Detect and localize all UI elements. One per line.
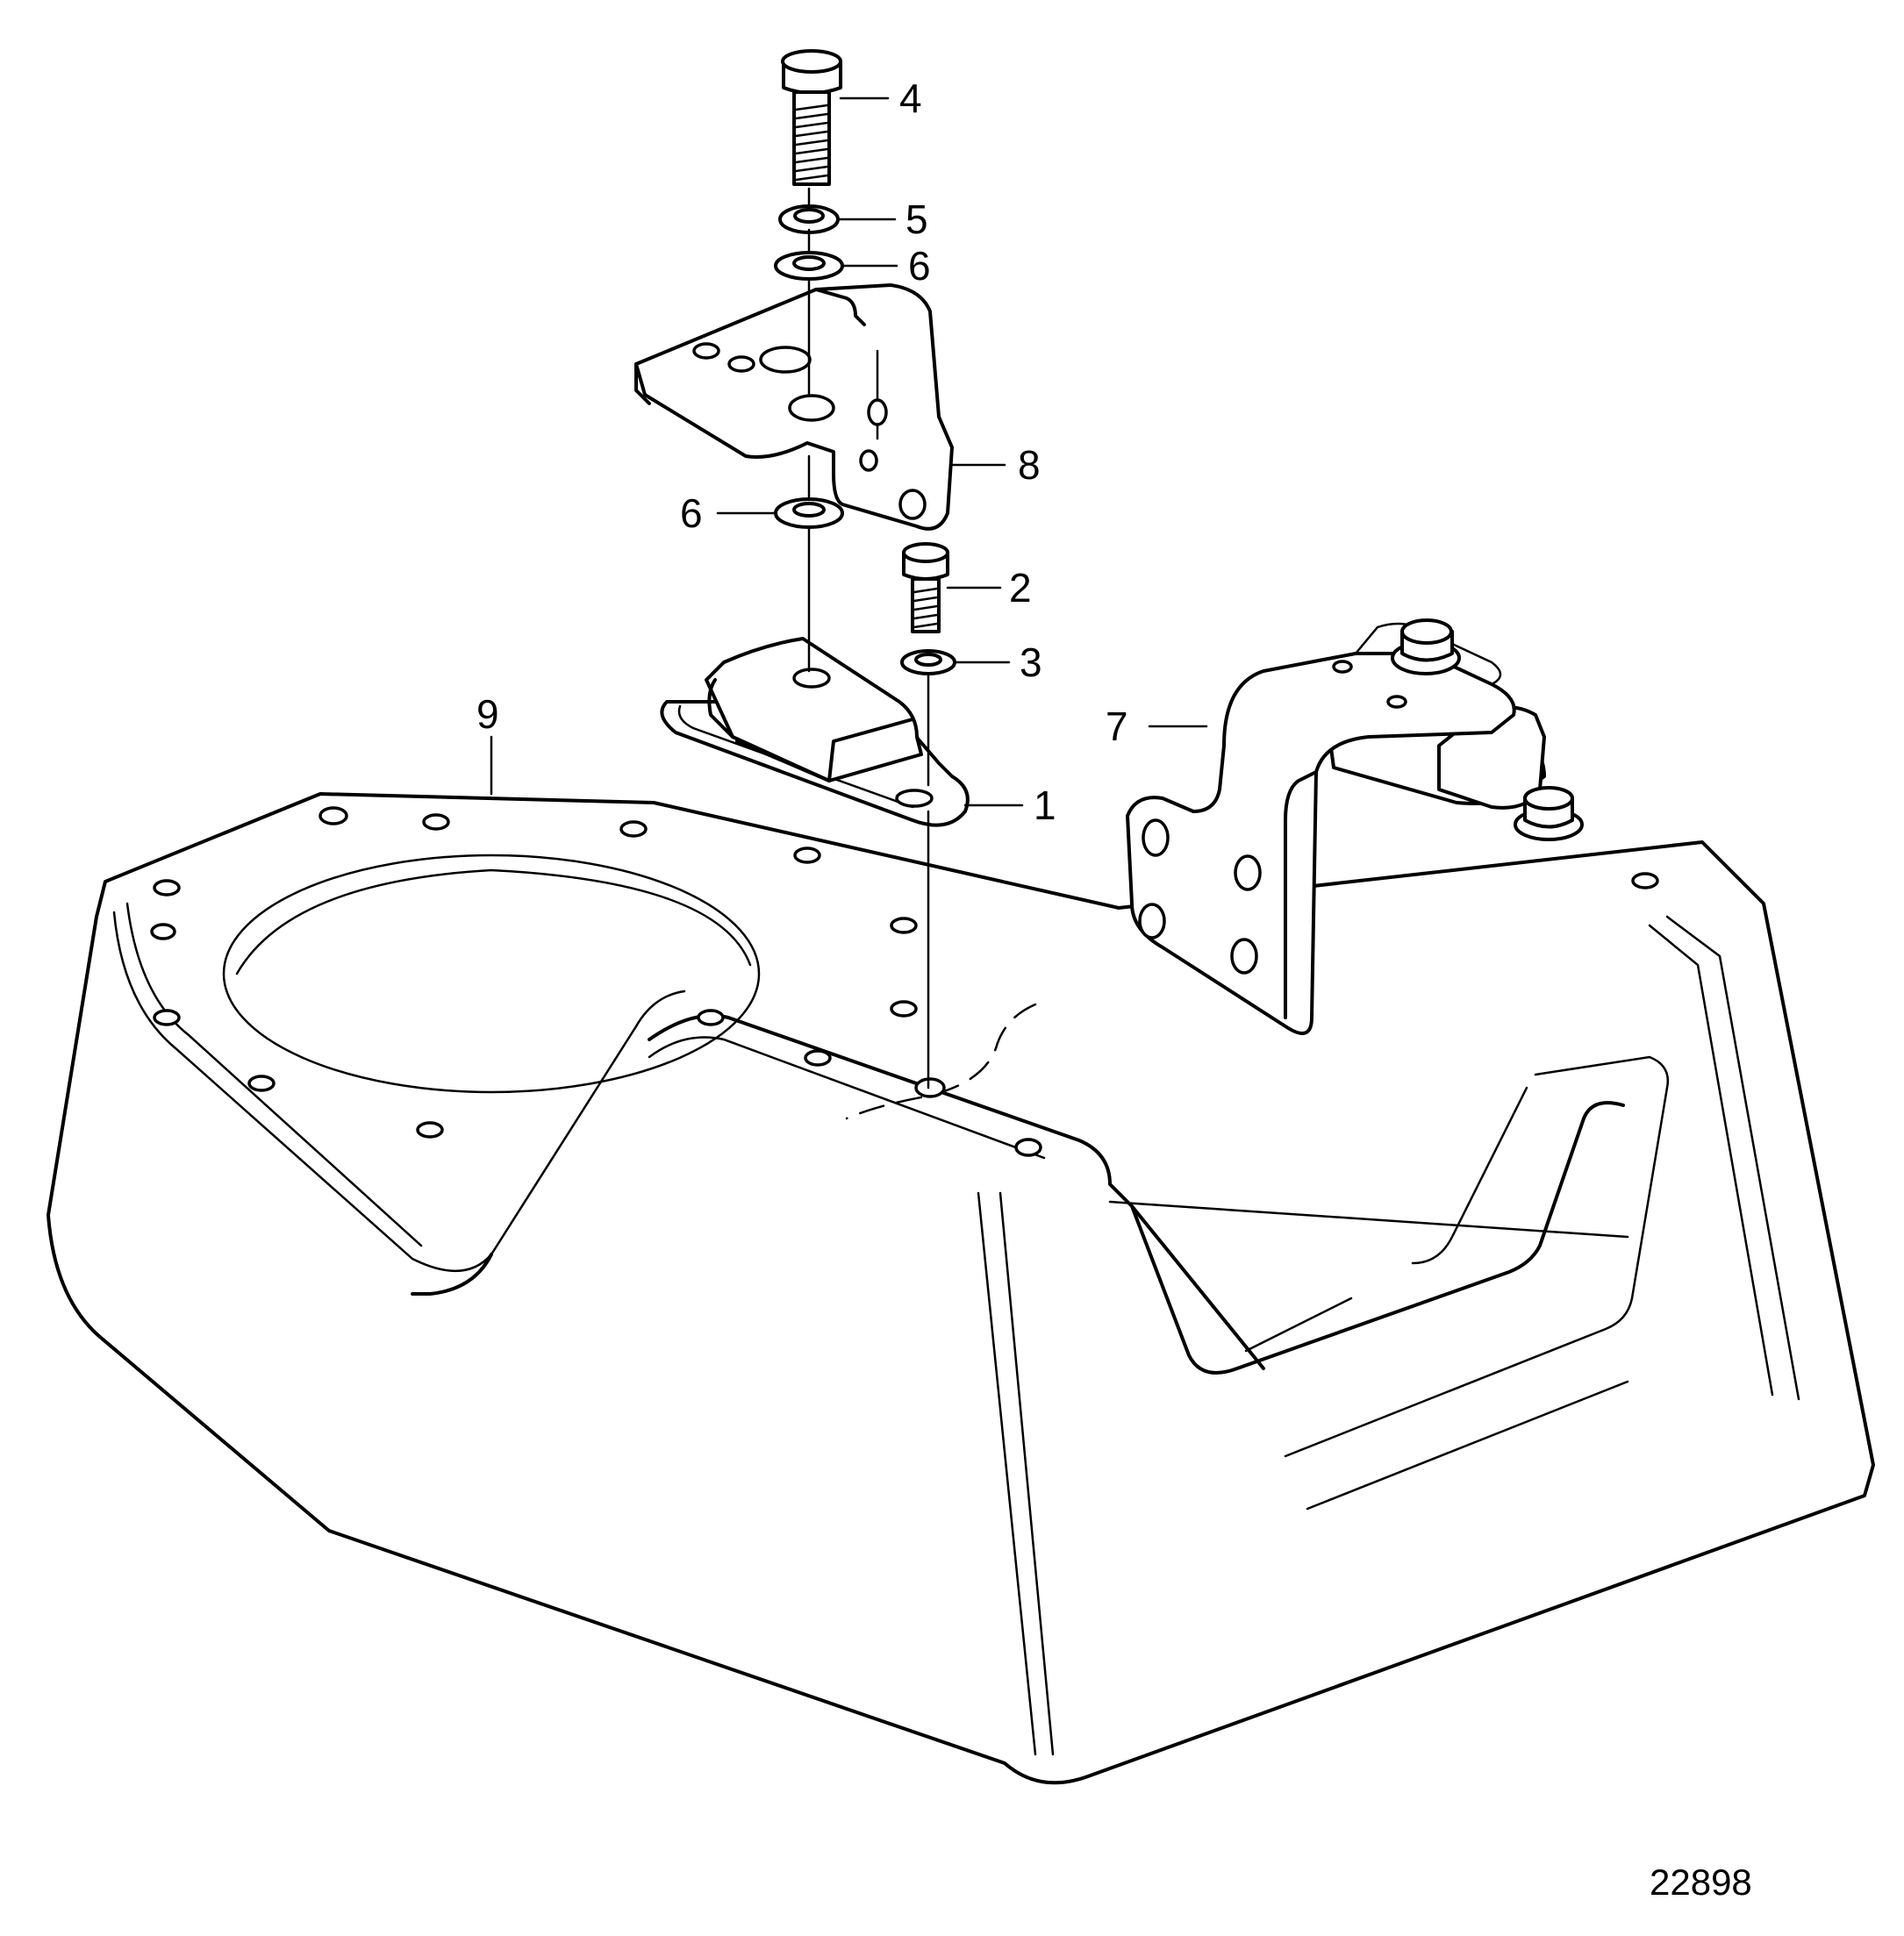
bolt-4: [781, 49, 842, 186]
callout-7: 7: [1106, 704, 1128, 749]
washer-3: [900, 649, 956, 675]
lock-washer-5: [778, 204, 840, 234]
base-housing: [47, 792, 1875, 1785]
bolt-2: [902, 542, 949, 633]
figure-number: 22898: [1650, 1861, 1752, 1903]
assembly-axis-lines: [807, 187, 930, 1089]
washer-6-lower: [774, 497, 844, 529]
right-bracket: [1126, 618, 1584, 1035]
washer-6-upper: [774, 251, 844, 281]
callout-6-lower: 6: [680, 490, 703, 536]
callout-9: 9: [476, 691, 499, 737]
callout-6-upper: 6: [908, 243, 931, 289]
callout-3: 3: [1020, 639, 1042, 685]
rubber-mount: [660, 637, 970, 827]
callout-8: 8: [1018, 442, 1041, 488]
callout-4: 4: [899, 75, 922, 121]
callout-leaders: [490, 96, 1208, 807]
callout-2: 2: [1009, 565, 1032, 611]
callout-5: 5: [905, 196, 928, 242]
callout-1: 1: [1034, 782, 1056, 828]
upper-bracket: [634, 283, 954, 531]
